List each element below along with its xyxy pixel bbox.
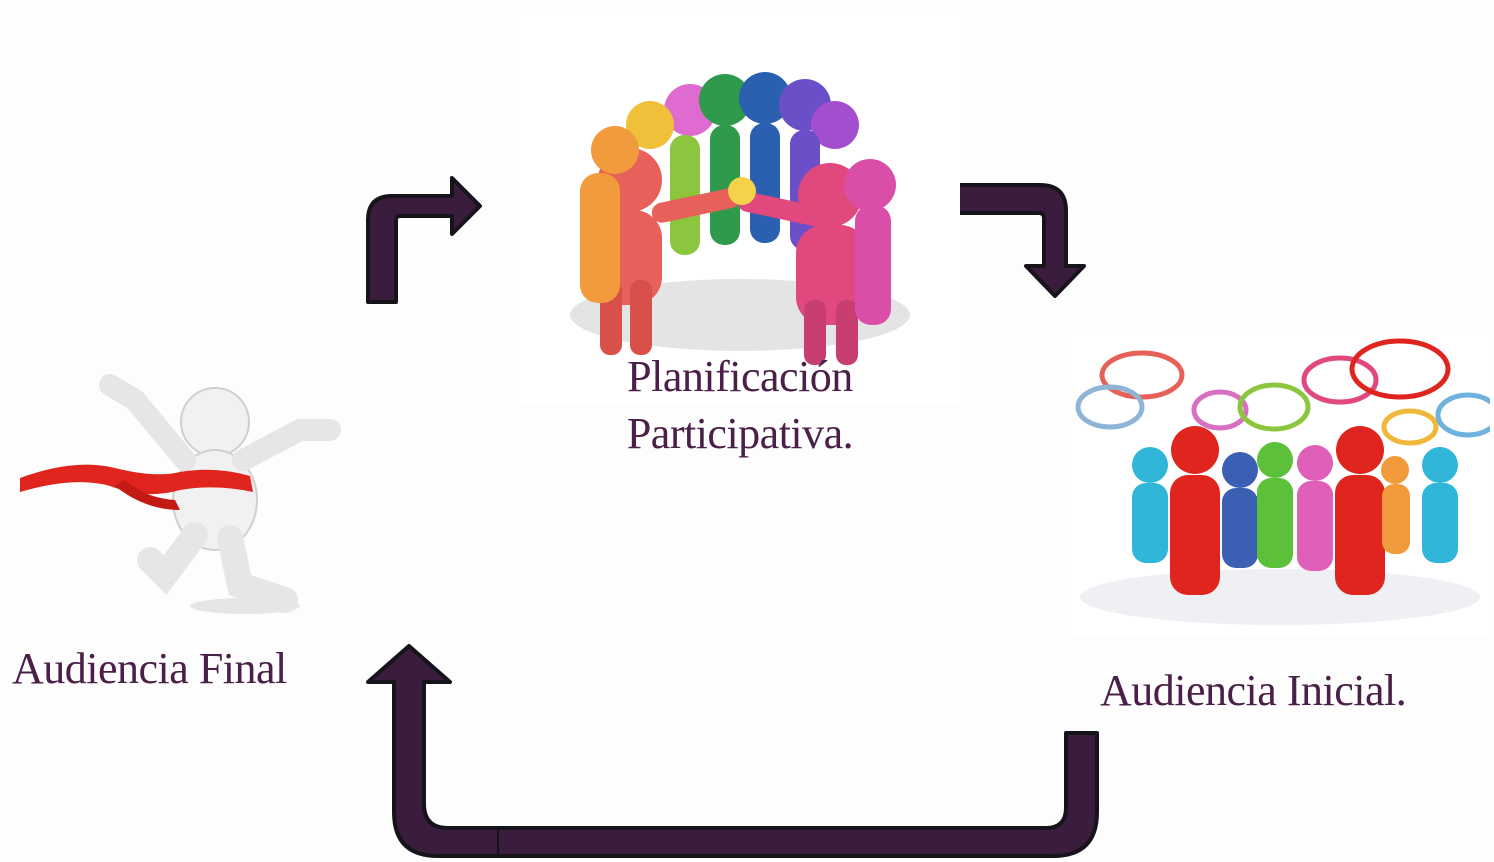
arrow-final-to-planificacion [366,176,482,304]
arrow-planificacion-to-inicial [956,183,1086,298]
finish-line-runner-illustration [20,374,341,614]
crowd-speech-bubbles-illustration [1070,335,1490,635]
team-circle-illustration [520,15,960,405]
crowd-figures [1132,426,1458,595]
arrow-inicial-to-final [366,644,1099,858]
team-figure-left-back [580,126,639,303]
audiencia-final-label: Audiencia Final [12,644,287,693]
planificacion-label: Planificación Participativa. [590,348,890,462]
team-figure-right [737,159,896,365]
planificacion-label-line2: Participativa. [626,409,854,459]
planificacion-label-line1: Planificación [627,352,853,401]
audiencia-inicial-label: Audiencia Inicial. [1100,666,1407,715]
